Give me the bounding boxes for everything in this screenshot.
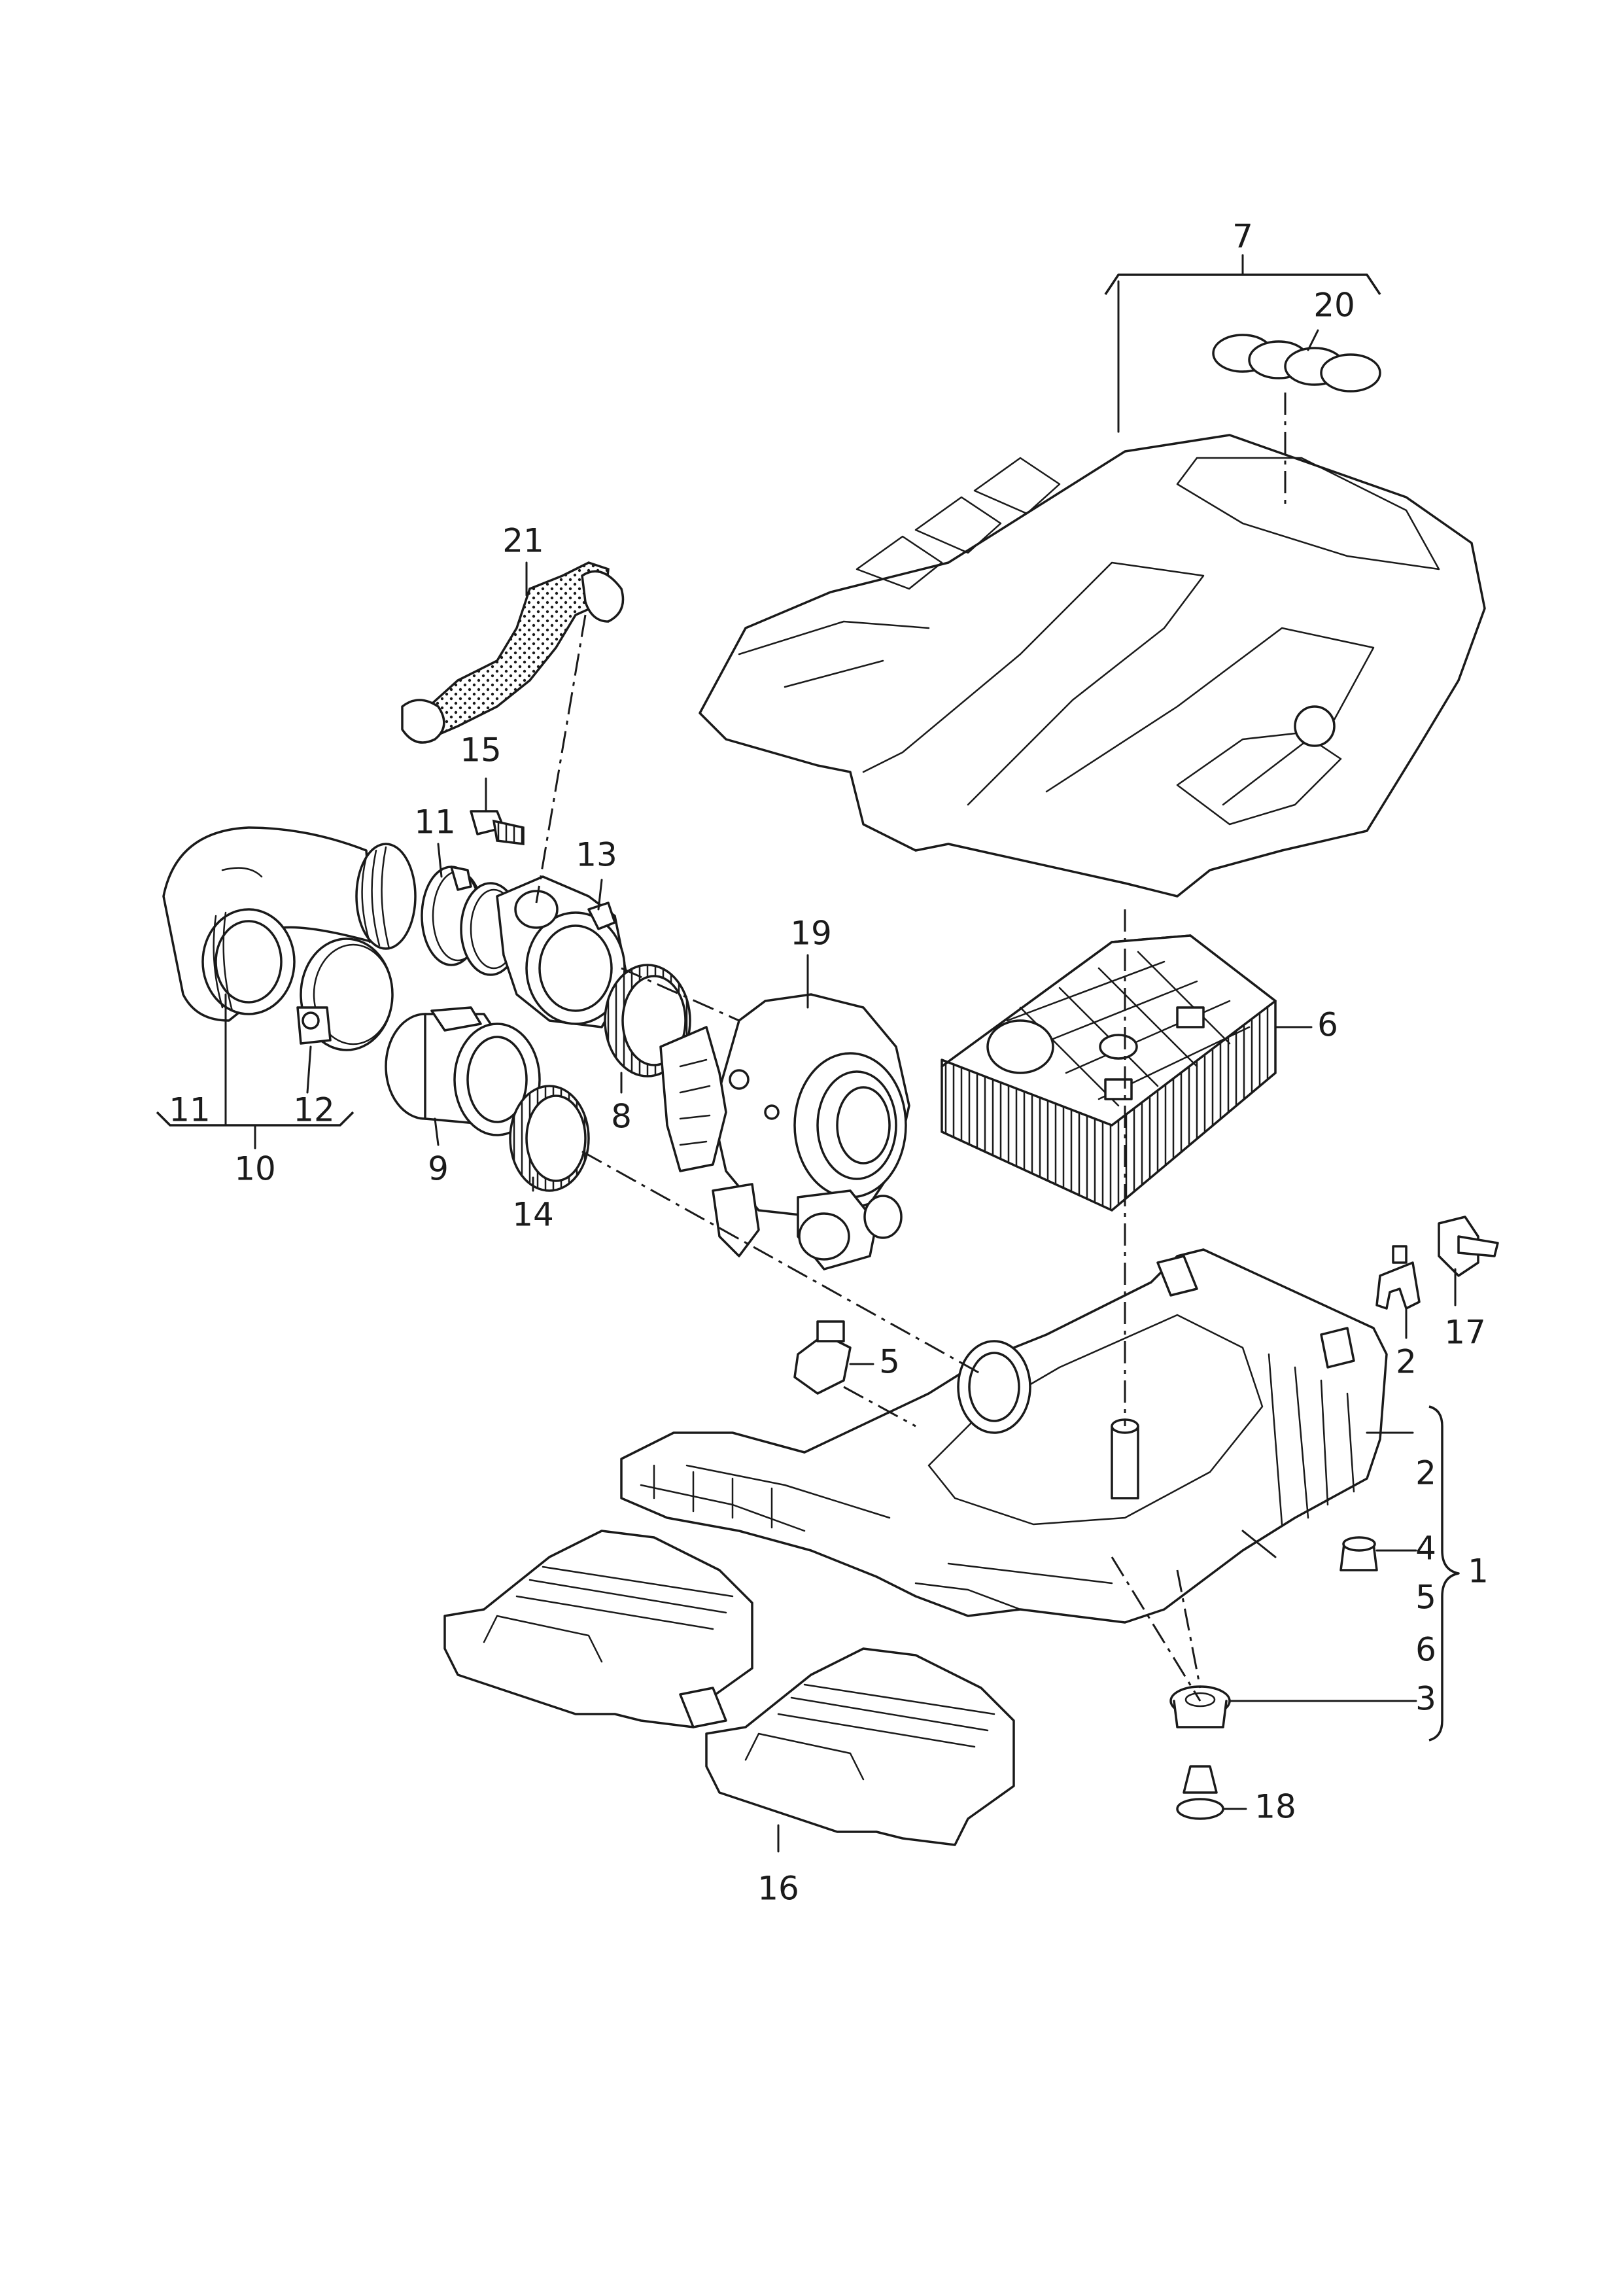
fastener-pin bbox=[1176, 1765, 1224, 1820]
turbocharger bbox=[659, 993, 910, 1270]
callout-18: 18 bbox=[1254, 1788, 1296, 1826]
callout-3: 3 bbox=[1415, 1680, 1436, 1718]
callout-14: 14 bbox=[512, 1196, 554, 1234]
callout-2-clip: 2 bbox=[1396, 1343, 1417, 1381]
connecting-pipe bbox=[496, 875, 629, 1028]
callout-11-lower: 11 bbox=[169, 1091, 211, 1129]
callout-10: 10 bbox=[234, 1150, 276, 1188]
group-brackets bbox=[156, 254, 1460, 1742]
callout-12: 12 bbox=[293, 1091, 335, 1129]
callout-19: 19 bbox=[790, 915, 832, 953]
callout-13: 13 bbox=[576, 836, 617, 874]
callout-6-group: 6 bbox=[1415, 1631, 1436, 1669]
callout-5-group: 5 bbox=[1415, 1579, 1436, 1617]
callout-11-upper: 11 bbox=[414, 803, 456, 841]
callout-15: 15 bbox=[460, 731, 502, 769]
leader-lines bbox=[306, 329, 1457, 1853]
callout-6: 6 bbox=[1317, 1006, 1338, 1044]
air-intake-hose bbox=[162, 826, 417, 1022]
air-filter-housing bbox=[620, 1248, 1388, 1624]
callout-labels: 7 20 21 15 11 13 19 6 11 12 10 9 8 14 5 … bbox=[169, 218, 1489, 1908]
grommet bbox=[1169, 1685, 1231, 1728]
callout-5: 5 bbox=[879, 1343, 900, 1381]
seal-ring-lower bbox=[509, 1085, 590, 1192]
callout-20: 20 bbox=[1313, 287, 1355, 324]
callout-16: 16 bbox=[757, 1870, 799, 1908]
air-mass-meter bbox=[385, 1006, 541, 1136]
screw bbox=[470, 810, 525, 845]
engine-cover bbox=[699, 434, 1486, 898]
callout-21: 21 bbox=[502, 522, 544, 560]
callout-8: 8 bbox=[611, 1098, 632, 1136]
callout-17: 17 bbox=[1444, 1314, 1486, 1352]
callout-2-group: 2 bbox=[1415, 1454, 1436, 1492]
pressure-sensor bbox=[793, 1320, 852, 1395]
air-filter-element bbox=[941, 934, 1277, 1212]
breather-hose bbox=[401, 561, 625, 744]
intake-duct bbox=[443, 1530, 1015, 1846]
assembly-lines bbox=[535, 393, 1287, 1702]
callout-1: 1 bbox=[1468, 1552, 1489, 1590]
clamp bbox=[296, 1006, 332, 1045]
rubber-buffer bbox=[1339, 1536, 1378, 1571]
holder-clip bbox=[1375, 1245, 1421, 1310]
callout-7: 7 bbox=[1232, 218, 1253, 256]
callout-9: 9 bbox=[428, 1150, 449, 1188]
bracket-clip bbox=[1438, 1216, 1499, 1277]
callout-4: 4 bbox=[1415, 1530, 1436, 1568]
logo-rings-emblem bbox=[1212, 334, 1381, 393]
